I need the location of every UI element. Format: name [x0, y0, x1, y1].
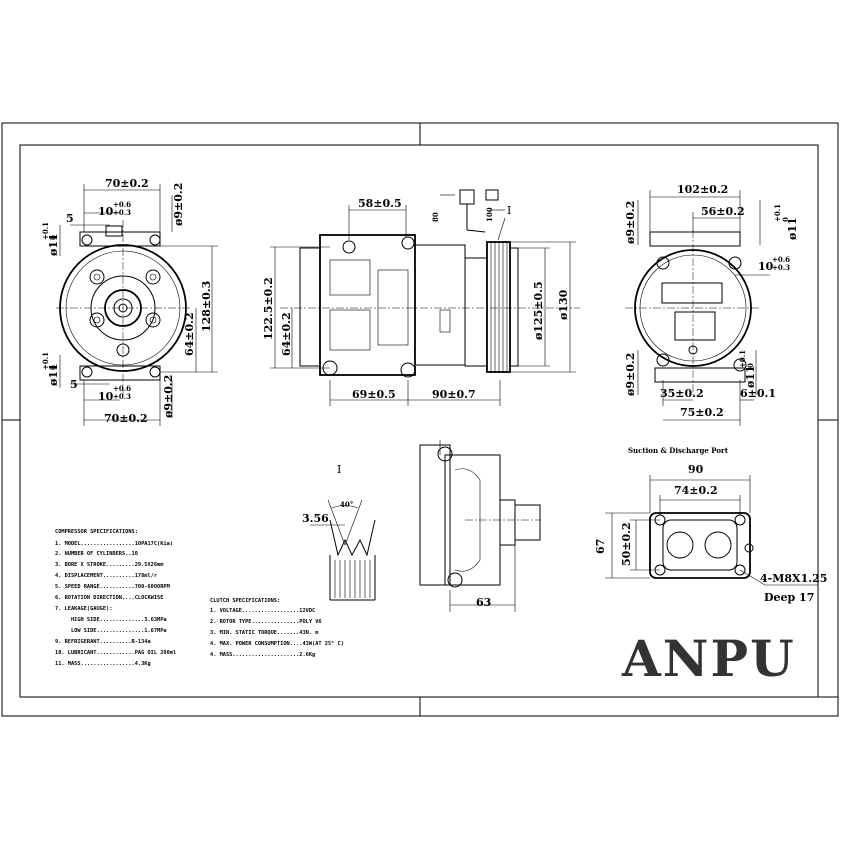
compressor-spec-line: 10. LUBRICANT............PAG OIL 200ml: [55, 650, 176, 656]
right-d11-bot-tol-minus: 0: [746, 363, 755, 368]
right-tol-plus: +0.6: [772, 255, 790, 264]
left-top-tol-plus: +0.6: [113, 200, 131, 209]
compressor-spec-line: HIGH SIDE..............3.63MPa: [55, 617, 167, 623]
port-title: Suction & Discharge Port: [628, 446, 729, 455]
right-tol-minus: +0.3: [772, 263, 790, 272]
right-35-label: 35±0.2: [660, 387, 704, 400]
left-64-label: 64±0.2: [183, 312, 196, 356]
clutch-specs-title: CLUTCH SPECIFICATIONS:: [210, 598, 280, 604]
port-view: [605, 475, 818, 586]
right-10-label: 10: [758, 260, 774, 273]
side-122-label: 122.5±0.2: [262, 277, 275, 340]
compressor-spec-line: 4. DISPLACEMENT..........178ml/r: [55, 573, 157, 579]
right-d11-bot-label: ø11: [744, 365, 757, 388]
left-bot-width-label: 70±0.2: [104, 412, 148, 425]
compressor-specs: COMPRESSOR SPECIFICATIONS: 1. MODEL.....…: [55, 529, 176, 667]
side-64-label: 64±0.2: [280, 312, 293, 356]
left-top-d9-label: ø9±0.2: [172, 183, 185, 226]
left-top-d11-tol-minus: 0: [49, 235, 58, 240]
compressor-spec-line: 7. LEAKAGE(GAUGE):: [55, 606, 112, 612]
compressor-spec-line: 11. MASS.................4.3Kg: [55, 661, 151, 667]
left-bot-d9-label: ø9±0.2: [162, 375, 175, 418]
port-74-label: 74±0.2: [674, 484, 718, 497]
port-thread-label: 4-M8X1.25: [760, 572, 827, 585]
compressor-spec-line: 6. ROTATION DIRECTION....CLOCKWISE: [55, 595, 163, 601]
port-50-label: 50±0.2: [620, 522, 633, 566]
compressor-spec-line: 5. SPEED RANGE...........700-6000RPM: [55, 584, 170, 590]
right-6-label: 6±0.1: [740, 387, 776, 400]
clutch-specs: CLUTCH SPECIFICATIONS: 1. VOLTAGE.......…: [210, 598, 344, 658]
side-I-label: I: [507, 204, 511, 217]
left-top-d11-tol-plus: +0.1: [41, 222, 50, 240]
left-bot-5-label: 5: [70, 378, 78, 391]
left-front-view: [56, 184, 218, 426]
detail-I-groove: [310, 499, 376, 601]
clutch-spec-line: 4. MAX. POWER CONSUMPTION....43W(AT 25° …: [210, 641, 344, 647]
left-bot-10-label: 10: [98, 390, 114, 403]
left-top-d11-label: ø11: [47, 233, 60, 256]
right-75-label: 75±0.2: [680, 406, 724, 419]
front-63-label: 63: [476, 596, 491, 609]
detail-356-label: 3.56: [302, 512, 329, 525]
right-d9-bot-label: ø9±0.2: [624, 353, 637, 396]
left-top-tol-minus: +0.3: [113, 208, 131, 217]
left-bot-d11-tol-plus: +0.1: [41, 352, 50, 370]
side-d130-label: ø130: [557, 289, 570, 320]
side-view: [270, 189, 580, 406]
anpu-logo: ANPU: [621, 629, 796, 688]
right-56-label: 56±0.2: [701, 205, 745, 218]
right-d11-tol-minus: 0: [781, 217, 790, 222]
left-bot-d11-label: ø11: [47, 363, 60, 386]
compressor-spec-line: 2. NUMBER OF CYLINDERS..10: [55, 551, 138, 557]
right-d11-label: ø11: [786, 217, 799, 240]
side-80-label: 80: [431, 212, 440, 222]
right-d9-top-label: ø9±0.2: [624, 201, 637, 244]
left-top-5-label: 5: [66, 212, 74, 225]
clutch-spec-line: 3. MIN. STATIC TORQUE.......43N. m: [210, 630, 318, 636]
side-58-label: 58±0.5: [358, 197, 402, 210]
clutch-spec-line: 1. VOLTAGE..................12VDC: [210, 608, 315, 614]
port-90-label: 90: [688, 463, 704, 476]
left-bot-tol-minus: +0.3: [113, 392, 131, 401]
border-frame: [1, 122, 839, 717]
right-102-label: 102±0.2: [677, 183, 728, 196]
left-bot-d11-tol-minus: 0: [49, 365, 58, 370]
compressor-spec-line: 3. BORE X STROKE.........29.5X26mm: [55, 562, 163, 568]
left-128-label: 128±0.3: [200, 281, 213, 332]
port-deep-label: Deep 17: [764, 591, 814, 604]
compressor-spec-line: 1. MODEL.................10PA17C(Kia): [55, 541, 173, 547]
detail-angle-label: 40°: [340, 500, 353, 509]
side-90-label: 90±0.7: [432, 388, 476, 401]
compressor-spec-line: 9. REFRIGERANT..........R-134a: [55, 639, 151, 645]
compressor-spec-line: LOW SIDE...............1.67MPa: [55, 628, 167, 634]
clutch-spec-line: 2. ROTOR TYPE...............POLY V6: [210, 619, 322, 625]
side-69-label: 69±0.5: [352, 388, 396, 401]
detail-I-title: I: [337, 463, 341, 476]
port-67-label: 67: [594, 539, 607, 554]
clutch-spec-line: 4. MASS.....................2.6Kg: [210, 652, 315, 658]
left-bot-tol-plus: +0.6: [113, 384, 131, 393]
left-top-10-label: 10: [98, 205, 114, 218]
right-d11-tol-plus: +0.1: [773, 204, 782, 222]
compressor-specs-title: COMPRESSOR SPECIFICATIONS:: [55, 529, 138, 535]
left-top-width-label: 70±0.2: [105, 177, 149, 190]
lower-front-view: [419, 440, 541, 612]
side-100-label: 100: [485, 207, 494, 222]
right-d11-bot-tol-plus: +0.1: [738, 350, 747, 368]
right-rear-view: [625, 190, 770, 426]
side-d125-label: ø125±0.5: [532, 281, 545, 340]
